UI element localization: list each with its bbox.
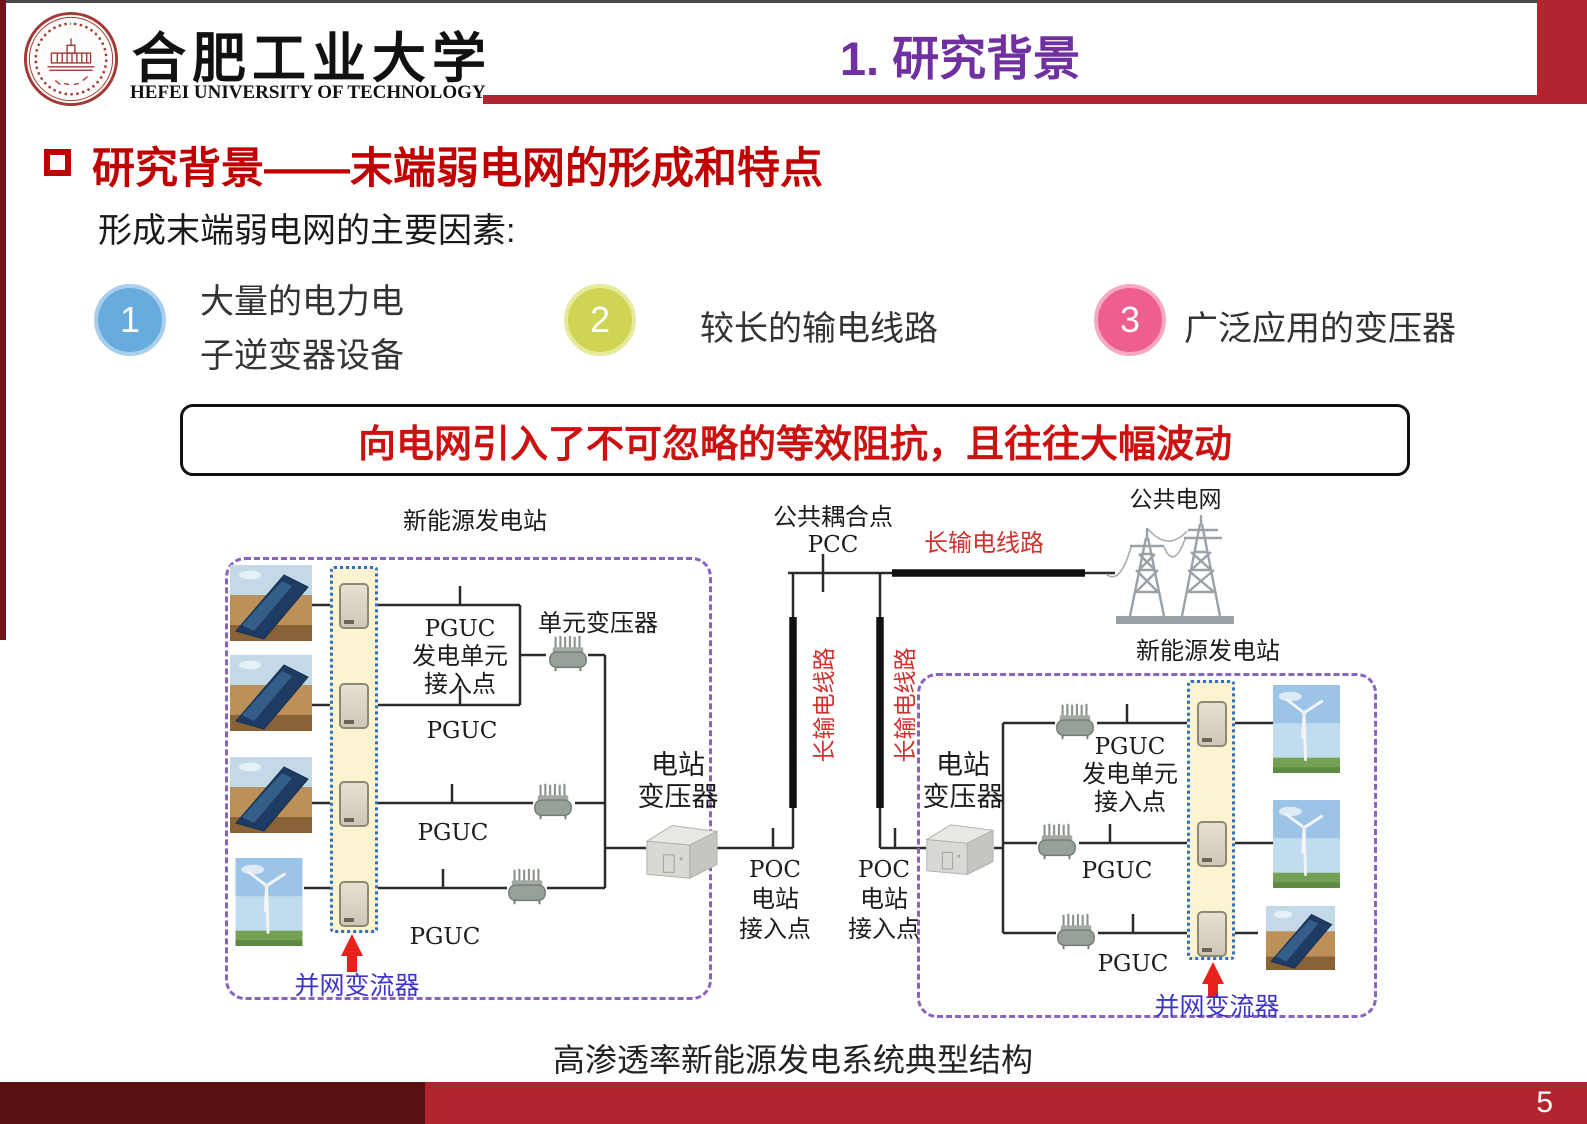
- inverter-box: [1197, 701, 1227, 747]
- pguc-block-left: PGUC 发电单元 接入点: [395, 616, 525, 700]
- section-subheading: 形成末端弱电网的主要因素:: [98, 212, 516, 250]
- page-number: 5: [1536, 1086, 1553, 1119]
- pguc-label: PGUC: [409, 924, 481, 950]
- inverter-box: [339, 683, 369, 729]
- factor-3-circle: 3: [1094, 284, 1166, 356]
- label-line: 变压器: [922, 781, 1004, 812]
- poc-abbr: POC: [858, 857, 910, 883]
- pcc-abbr: PCC: [807, 532, 859, 558]
- poc-abbr: POC: [749, 857, 801, 883]
- label-line: 接入点: [424, 671, 496, 699]
- pguc-block-right: PGUC 发电单元 接入点: [1065, 734, 1195, 818]
- station-transformer-label-right: 电站 变压器: [913, 750, 1013, 814]
- label-line: 电站: [936, 750, 990, 780]
- long-line-label: 长输电线路: [924, 530, 1044, 557]
- solar-panel-photo: [230, 565, 312, 641]
- poc-block-2: POC 电站 接入点: [822, 856, 946, 945]
- left-station-title: 新能源发电站: [403, 508, 547, 535]
- label-line: 变压器: [637, 781, 719, 812]
- university-seal-icon: [22, 10, 120, 108]
- label-line: 发电单元: [1082, 761, 1178, 789]
- unit-transformer-icon: [1054, 911, 1098, 953]
- pguc-label: PGUC: [426, 718, 498, 744]
- label-line: 电站: [751, 885, 799, 913]
- factor-2-circle: 2: [564, 284, 636, 356]
- pguc-abbr: PGUC: [1094, 734, 1166, 760]
- pguc-abbr: PGUC: [424, 616, 496, 642]
- factor-2-text: 较长的输电线路: [700, 310, 938, 348]
- label-line: 接入点: [1094, 789, 1166, 817]
- inverter-box: [339, 781, 369, 827]
- header-underline: [483, 95, 1587, 104]
- unit-transformer-icon: [546, 633, 590, 675]
- factor-1-number: 1: [119, 299, 141, 340]
- header-corner-block: [1537, 0, 1587, 98]
- transmission-tower-icon: [1106, 508, 1241, 630]
- highlight-box: 向电网引入了不可忽略的等效阻抗，且往往大幅波动: [180, 404, 1410, 476]
- grid-converter-label-left: 并网变流器: [294, 972, 420, 1000]
- inverter-box: [339, 881, 369, 927]
- factor-3-text: 广泛应用的变压器: [1184, 310, 1456, 348]
- diagram-caption: 高渗透率新能源发电系统典型结构: [552, 1042, 1033, 1078]
- unit-transformer-label: 单元变压器: [538, 610, 658, 637]
- public-grid-label: 公共电网: [1129, 486, 1222, 512]
- top-border-line: [0, 0, 1587, 3]
- inverter-box: [339, 583, 369, 629]
- left-station-box: [225, 557, 712, 1000]
- pguc-label: PGUC: [417, 820, 489, 846]
- section-heading: 研究背景——末端弱电网的形成和特点: [92, 145, 823, 193]
- inverter-box: [1197, 821, 1227, 867]
- factor-3-number: 3: [1119, 299, 1141, 340]
- footer-bar-red: [425, 1082, 1587, 1124]
- pguc-label: PGUC: [1081, 858, 1153, 884]
- vertical-line-label-2: 长输电线路: [892, 647, 918, 763]
- solar-panel-photo: [1258, 906, 1343, 970]
- factor-1-line-2: 子逆变器设备: [200, 337, 404, 376]
- grid-converter-label-right: 并网变流器: [1154, 993, 1280, 1021]
- pcc-label: 公共耦合点: [773, 504, 893, 531]
- slide-title: 1. 研究背景: [839, 32, 1081, 85]
- label-line: 电站: [860, 885, 908, 913]
- solar-panel-photo: [230, 757, 312, 833]
- pguc-label: PGUC: [1097, 951, 1169, 977]
- label-line: 电站: [651, 750, 705, 780]
- vertical-line-label-1: 长输电线路: [811, 647, 837, 763]
- factor-2-number: 2: [589, 299, 611, 340]
- left-accent-strip: [0, 0, 6, 640]
- factor-1-line-1: 大量的电力电: [200, 283, 404, 321]
- wind-turbine-photo: [1273, 685, 1340, 773]
- label-line: 接入点: [739, 915, 811, 943]
- footer-bar-dark: [0, 1082, 425, 1124]
- wind-turbine-photo: [1273, 800, 1340, 888]
- inverter-box: [1197, 911, 1227, 957]
- university-name-en: HEFEI UNIVERSITY OF TECHNOLOGY: [130, 82, 486, 103]
- unit-transformer-icon: [1035, 821, 1079, 863]
- station-transformer-icon: [644, 815, 718, 881]
- right-station-title: 新能源发电站: [1136, 638, 1280, 665]
- solar-panel-photo: [230, 655, 312, 731]
- section-bullet-square: [44, 149, 71, 176]
- unit-transformer-icon: [505, 866, 549, 908]
- factor-1-circle: 1: [94, 284, 166, 356]
- unit-transformer-icon: [531, 781, 575, 823]
- label-line: 接入点: [848, 915, 920, 943]
- highlight-text: 向电网引入了不可忽略的等效阻抗，且往往大幅波动: [357, 423, 1232, 466]
- poc-block-1: POC 电站 接入点: [713, 856, 837, 945]
- factor-1-text: 大量的电力电 子逆变器设备: [200, 275, 404, 384]
- station-transformer-label-left: 电站 变压器: [628, 750, 728, 814]
- university-name-cn: 合肥工业大学: [132, 26, 492, 90]
- wind-turbine-photo: [234, 858, 304, 946]
- label-line: 发电单元: [412, 643, 508, 671]
- right-station-box: [917, 673, 1377, 1018]
